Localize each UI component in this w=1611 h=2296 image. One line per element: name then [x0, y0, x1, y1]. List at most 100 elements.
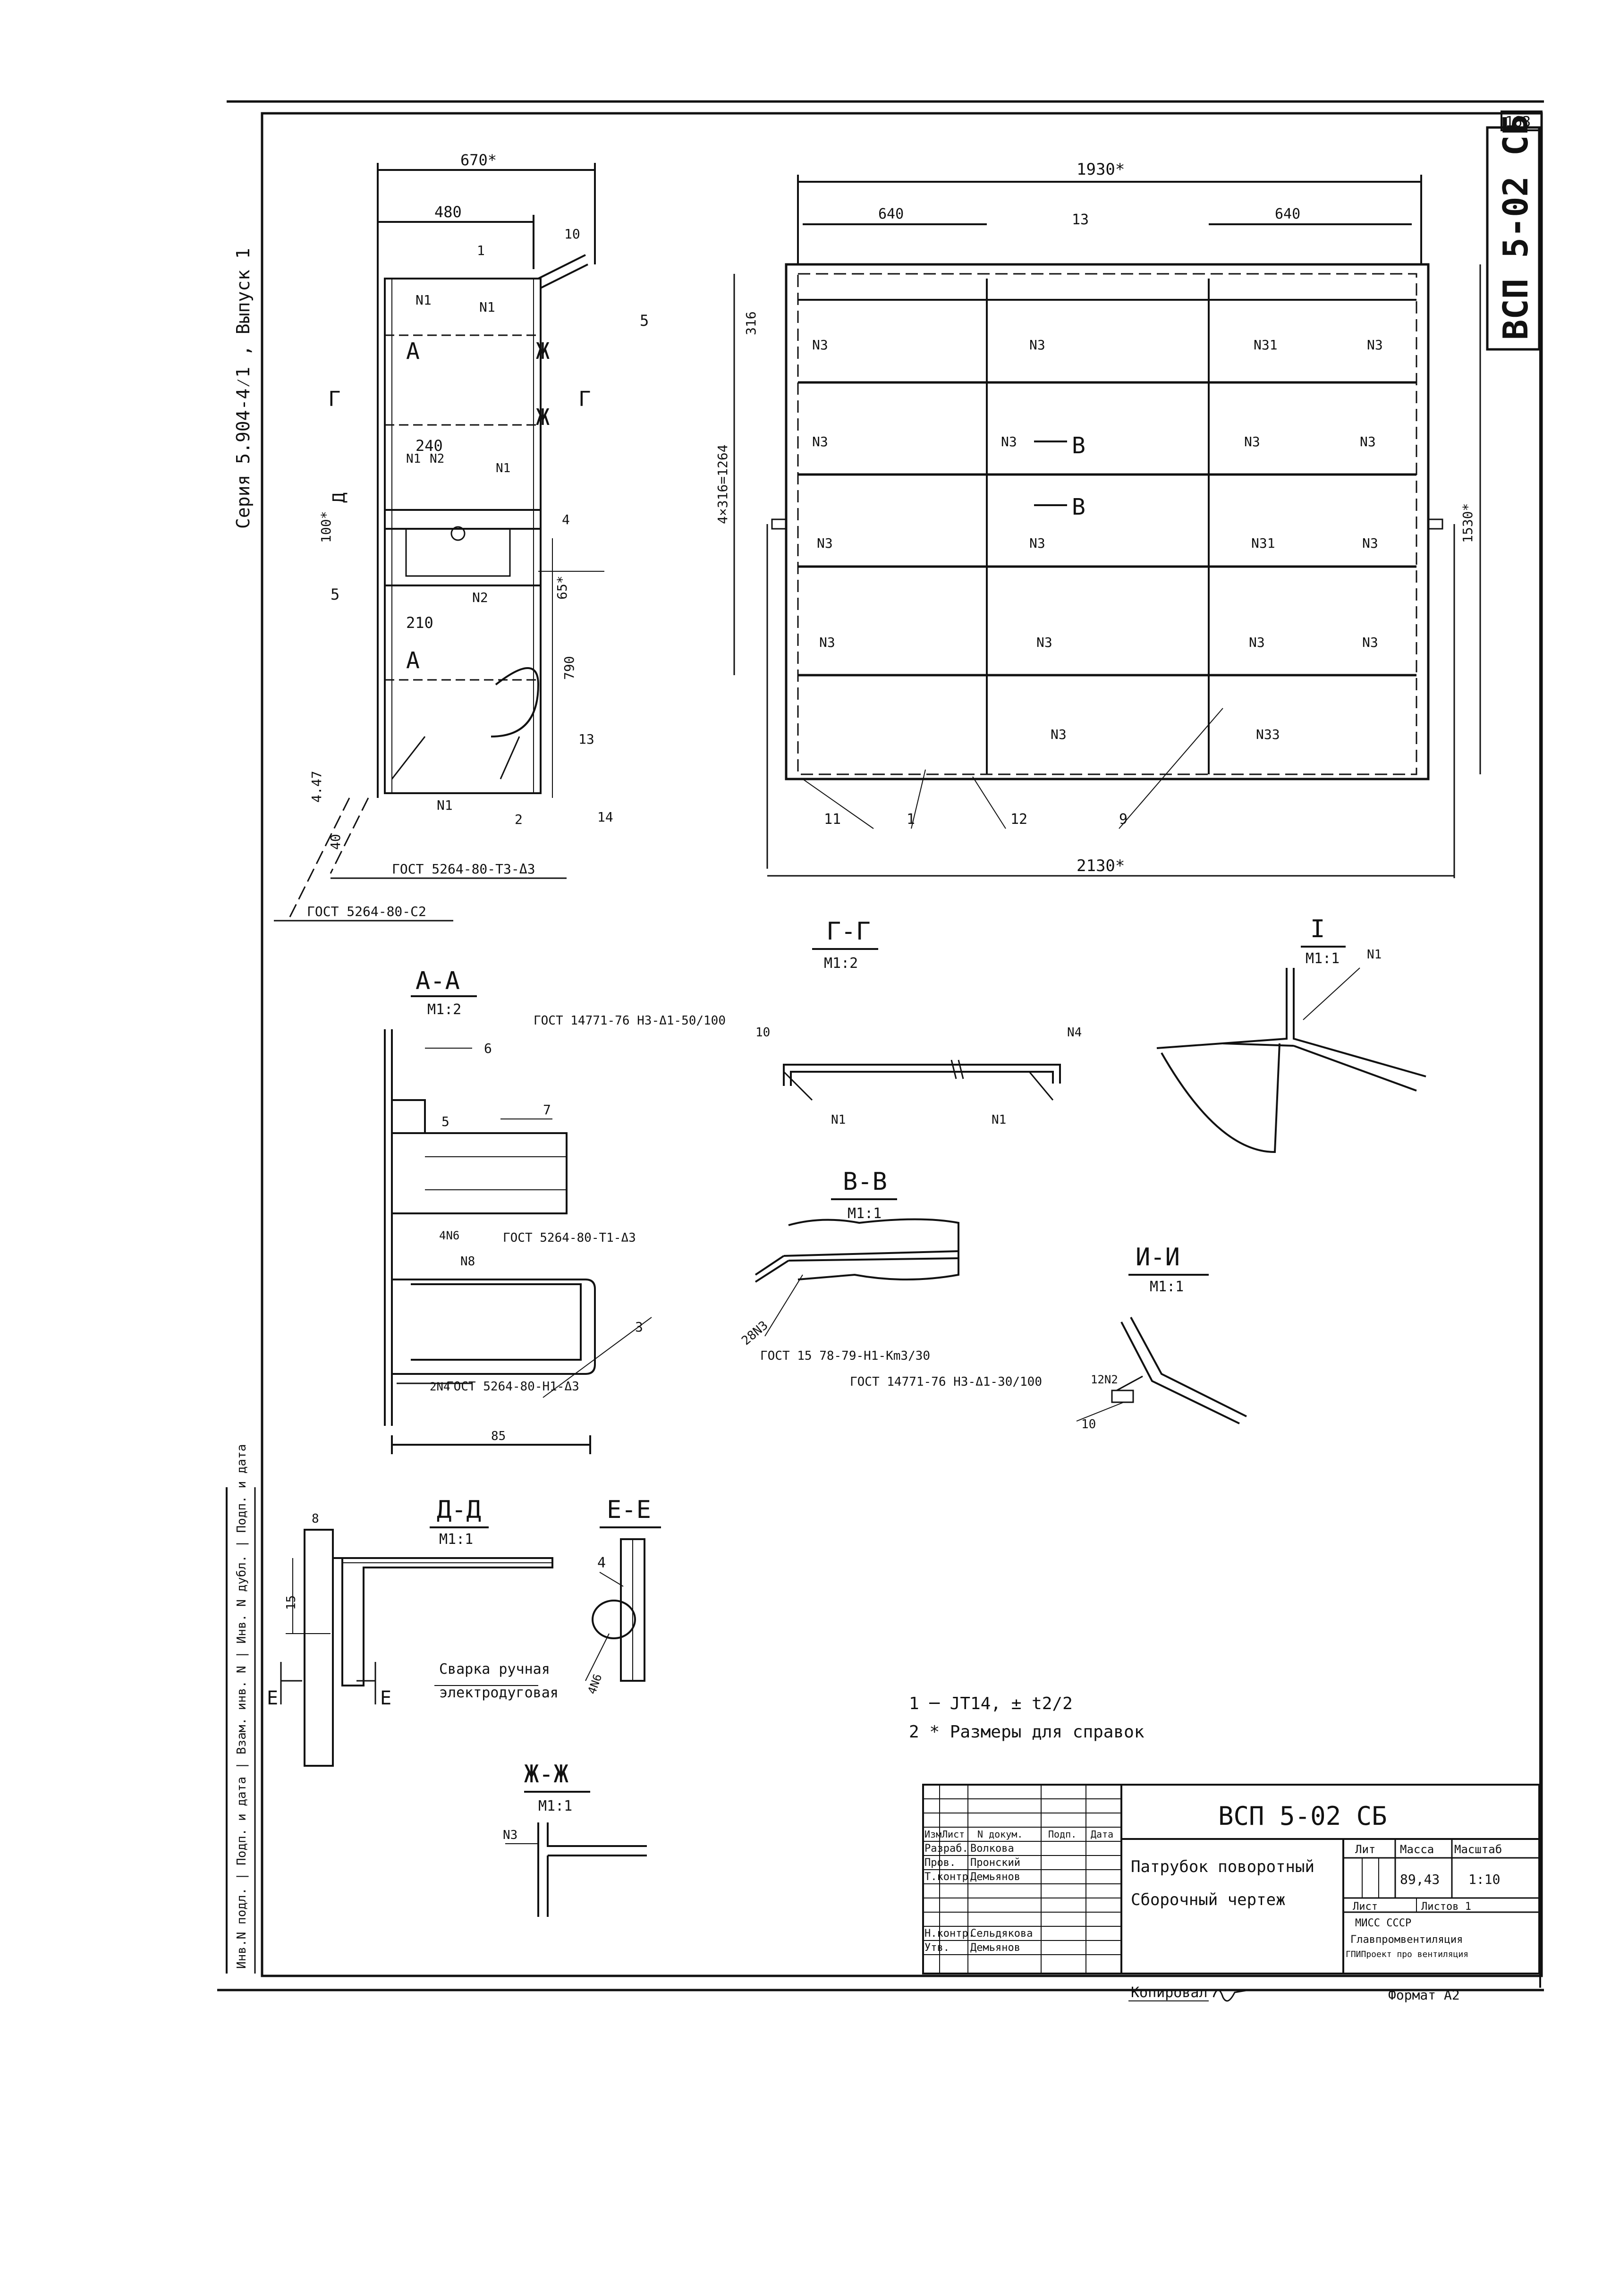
- col-head: Дата: [1091, 1829, 1113, 1840]
- side-dim-447: 4.47: [309, 771, 324, 803]
- section-marker-v: В: [1072, 432, 1085, 459]
- side-label: N1: [437, 797, 453, 813]
- section-g-g-drawing: [783, 1059, 1061, 1101]
- mass-value: 89,43: [1400, 1872, 1440, 1887]
- note-2: 2 * Размеры для справок: [909, 1722, 1145, 1742]
- front-label: N3: [1029, 337, 1045, 353]
- section-a-a-label: 6: [484, 1041, 492, 1056]
- side-label: N2: [472, 590, 488, 605]
- scale-value: 1:10: [1468, 1872, 1500, 1887]
- section-v-v-gost-1: ГОСТ 15 78-79-Н1-Кm3/30: [760, 1349, 930, 1363]
- role: Т.контр.: [924, 1871, 975, 1883]
- side-gost-2: ГОСТ 5264-80-С2: [307, 904, 426, 919]
- front-label: N31: [1251, 535, 1275, 551]
- section-v-v-scale: М1:1: [848, 1205, 882, 1222]
- front-label: N3: [1001, 434, 1017, 449]
- section-a-a-label: 4N6: [439, 1229, 459, 1242]
- note-1: 1 ─ JT14, ± t2/2: [909, 1694, 1073, 1713]
- title-block-name-1: Патрубок поворотный: [1131, 1857, 1314, 1876]
- section-d-d-drawing: [280, 1529, 553, 1767]
- role: Пров.: [924, 1857, 956, 1869]
- side-gost-1: ГОСТ 5264-80-Т3-Δ3: [392, 861, 535, 877]
- side-dim-65: 65*: [554, 576, 570, 600]
- copied-label: Копировал: [1131, 1984, 1208, 2001]
- role: Утв.: [924, 1942, 950, 1954]
- side-label: 14: [597, 809, 613, 825]
- weld-note-line-1: Сварка ручная: [439, 1661, 550, 1678]
- title-block-code: ВСП 5-02 СБ: [1218, 1801, 1387, 1831]
- section-zh-zh-drawing: [505, 1822, 647, 1917]
- section-a-a-label: 5: [441, 1114, 449, 1129]
- section-zh-zh-scale: М1:1: [538, 1798, 572, 1814]
- section-v-v-drawing: [755, 1218, 959, 1337]
- front-dim-640-right: 640: [1275, 206, 1300, 222]
- section-d-d-scale: М1:1: [439, 1531, 473, 1548]
- front-label: N31: [1254, 337, 1278, 353]
- side-label: N1: [406, 452, 421, 466]
- side-label: 4: [562, 512, 570, 527]
- scale-head: Масштаб: [1454, 1843, 1502, 1856]
- front-dim-1930: 1930*: [1077, 160, 1125, 179]
- section-a-a-scale: М1:2: [427, 1001, 461, 1018]
- doc-code-box: [1486, 126, 1541, 351]
- sheets-label: Листов 1: [1421, 1901, 1471, 1913]
- front-label: N33: [1256, 727, 1280, 742]
- section-a-a-title: А-А: [415, 967, 460, 995]
- section-a-a-label: 85: [491, 1429, 506, 1443]
- front-label: 13: [1072, 212, 1089, 228]
- col-head: Лист: [942, 1829, 965, 1840]
- section-zh-zh-label: N3: [503, 1828, 517, 1842]
- org-line-1: МИСС СССР: [1355, 1917, 1411, 1929]
- side-label: N1: [479, 299, 495, 315]
- side-label: N2: [430, 452, 444, 466]
- copied-signature: [1212, 1989, 1249, 2002]
- front-label: N3: [817, 535, 833, 551]
- front-label: 11: [824, 811, 841, 828]
- org-line-2: Главпромвентиляция: [1350, 1934, 1463, 1946]
- section-e-e-drawing: [585, 1538, 645, 1682]
- section-a-a-gost-3: ГОСТ 5264-80-Н1-Δ3: [446, 1380, 579, 1394]
- section-g-g-label: N4: [1067, 1025, 1082, 1040]
- section-d-d-title: Д-Д: [437, 1496, 481, 1524]
- detail-i-label: N1: [1367, 948, 1382, 962]
- section-d-d-label: Е: [267, 1687, 278, 1709]
- side-label: 13: [578, 731, 594, 747]
- front-label: N3: [1244, 434, 1260, 449]
- section-e-e-title: Е-Е: [607, 1496, 651, 1524]
- person: Демьянов: [970, 1871, 1020, 1883]
- front-label: N3: [1036, 635, 1052, 650]
- section-a-a-gost-2: ГОСТ 5264-80-Т1-Δ3: [503, 1231, 636, 1245]
- side-dim-480: 480: [434, 203, 462, 221]
- format-label: Формат А2: [1388, 1987, 1460, 2003]
- sheet-frame: [261, 112, 1543, 1977]
- section-marker-v: В: [1072, 494, 1085, 520]
- title-block-name-2: Сборочный чертеж: [1131, 1890, 1286, 1909]
- section-marker-a: А: [406, 338, 420, 364]
- front-label: N3: [1249, 635, 1265, 650]
- section-a-a-label: 2N4: [430, 1380, 450, 1393]
- section-i-i-title: И-И: [1136, 1243, 1180, 1271]
- section-v-v-gost-2: ГОСТ 14771-76 Н3-Δ1-30/100: [850, 1375, 1042, 1389]
- person: Пронский: [970, 1857, 1020, 1869]
- front-label: N3: [1362, 535, 1378, 551]
- role: Разраб.: [924, 1843, 968, 1855]
- section-e-e-label: 4: [597, 1555, 606, 1571]
- section-v-v-title: В-В: [843, 1168, 887, 1196]
- side-label: N1: [415, 292, 432, 308]
- lit-head: Лит: [1355, 1843, 1375, 1856]
- section-marker-d: Д: [330, 492, 349, 503]
- side-label: 2: [515, 812, 523, 827]
- front-label: 12: [1010, 811, 1027, 828]
- sheet-label: Лист: [1353, 1901, 1378, 1913]
- front-dim-1264: 4×316=1264: [715, 444, 730, 524]
- role: Н.контр.: [924, 1928, 975, 1940]
- side-dim-670: 670*: [460, 151, 497, 169]
- col-head: Подп.: [1048, 1829, 1077, 1840]
- section-marker-zh: Ж: [536, 338, 550, 364]
- section-a-a-label: 3: [635, 1319, 643, 1335]
- side-dim-100: 100*: [318, 511, 334, 543]
- side-dim-40: 40: [328, 834, 343, 850]
- side-dim-10: 10: [564, 226, 580, 242]
- margin-stamp-text: Инв.N подл. | Подп. и дата | Взам. инв. …: [235, 1444, 249, 1969]
